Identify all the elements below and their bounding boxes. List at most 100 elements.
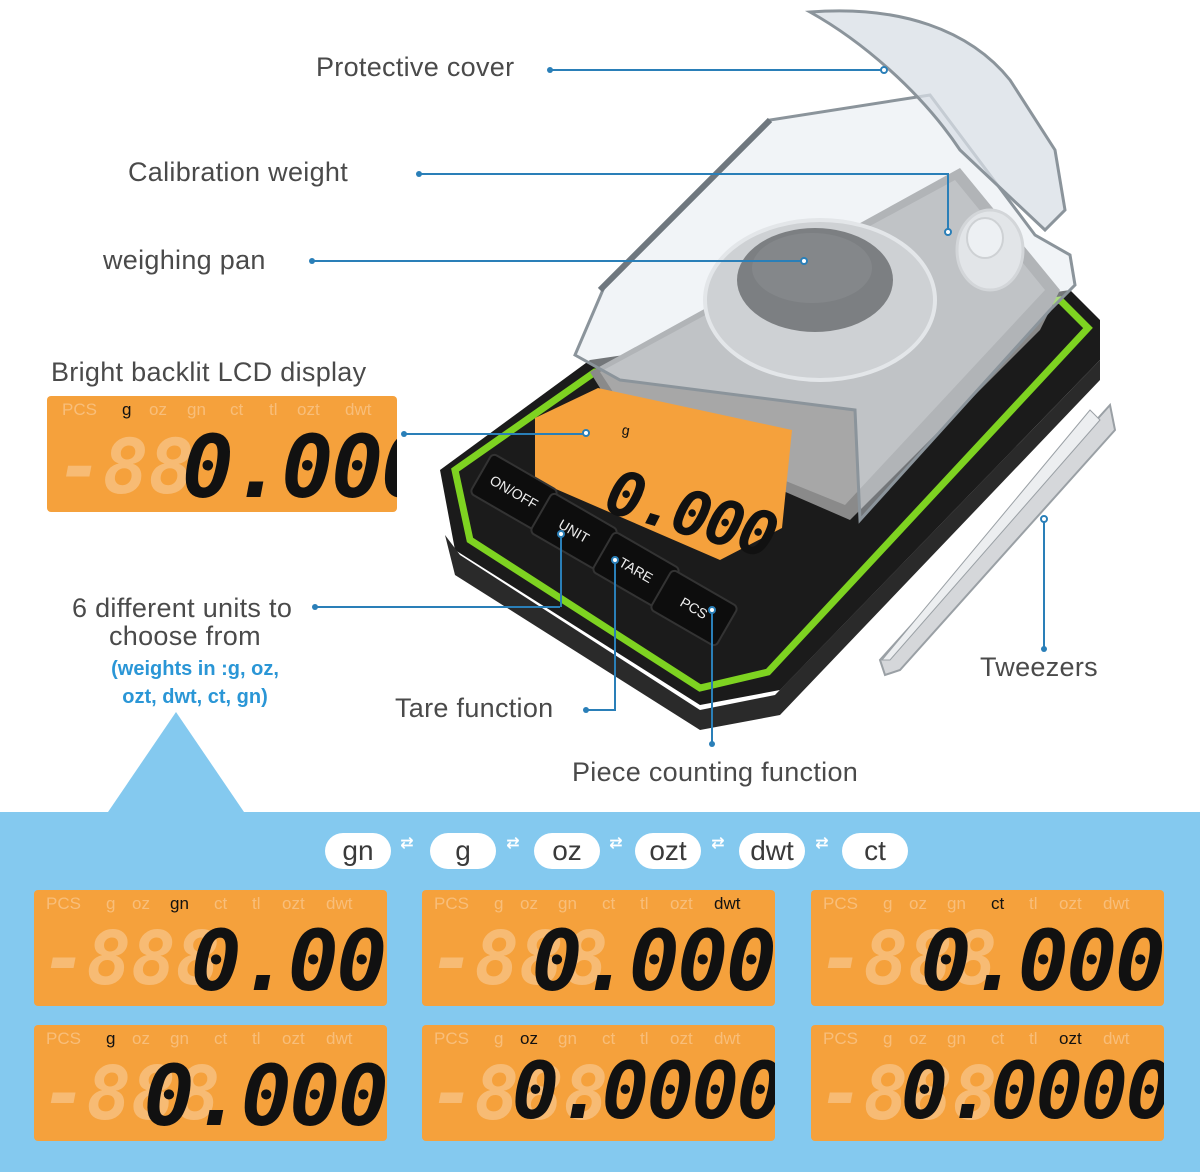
- callout-weighing-pan: weighing pan: [103, 245, 266, 275]
- unit-ct: ct: [991, 1029, 1005, 1048]
- callout-line: [614, 562, 616, 711]
- unit-gn: gn: [187, 400, 206, 419]
- unit-g: g: [106, 1029, 116, 1048]
- unit-pill-g: g: [430, 833, 496, 869]
- unit-ct: ct: [214, 894, 228, 913]
- lcd-ghost-segments: -888: [819, 1051, 998, 1137]
- unit-pill-gn: gn: [325, 833, 391, 869]
- calibration-weight: [955, 208, 1025, 292]
- callout-ring: [880, 66, 888, 74]
- callout-dot: [1041, 646, 1047, 652]
- unit-dwt: dwt: [714, 894, 741, 913]
- callout-ring: [944, 228, 952, 236]
- callout-piece-counting: Piece counting function: [572, 757, 859, 787]
- callout-line: [550, 69, 883, 71]
- unit-ozt: ozt: [1059, 894, 1082, 913]
- unit-oz: oz: [132, 894, 150, 913]
- unit-g: g: [883, 1029, 893, 1048]
- unit-g: g: [494, 1029, 504, 1048]
- unit-tl: tl: [269, 400, 278, 419]
- unit-gn: gn: [170, 1029, 189, 1048]
- swap-arrows-icon: ⇄: [815, 835, 829, 852]
- callout-units-note1: (weights in :g, oz,: [111, 658, 279, 680]
- unit-gn: gn: [947, 894, 966, 913]
- unit-ct: ct: [602, 894, 616, 913]
- unit-pcs: PCS: [62, 400, 97, 419]
- callout-tweezers: Tweezers: [980, 652, 1098, 682]
- unit-ct: ct: [214, 1029, 228, 1048]
- callout-line: [315, 606, 560, 608]
- callout-line: [586, 709, 616, 711]
- unit-ozt: ozt: [670, 894, 693, 913]
- pointer-triangle: [108, 712, 244, 812]
- pcs-label: PCS: [677, 593, 711, 623]
- unit-ozt: ozt: [1059, 1029, 1082, 1048]
- lcd-panel-value: 0.0000: [901, 1047, 1164, 1137]
- callout-ring: [611, 556, 619, 564]
- unit-ct: ct: [991, 894, 1005, 913]
- unit-tl: tl: [252, 1029, 261, 1048]
- swap-arrows-icon: ⇄: [609, 835, 623, 852]
- unit-dwt: dwt: [1103, 894, 1130, 913]
- swap-arrows-icon: ⇄: [506, 835, 520, 852]
- tare-label: TARE: [616, 553, 656, 587]
- unit-pcs: PCS: [823, 894, 858, 913]
- unit-pcs: PCS: [46, 894, 81, 913]
- unit-pill-ct: ct: [842, 833, 908, 869]
- scale-lcd: [535, 388, 792, 560]
- unit-dwt: dwt: [1103, 1029, 1130, 1048]
- callout-line: [419, 173, 949, 175]
- main-lcd: PCS g oz gn ct tl ozt dwt -88 0.000: [47, 396, 397, 512]
- unit-ozt: ozt: [297, 400, 320, 419]
- unit-ozt: ozt: [282, 894, 305, 913]
- callout-dot: [709, 741, 715, 747]
- unit-ct: ct: [602, 1029, 616, 1048]
- unit-oz: oz: [909, 1029, 927, 1048]
- callout-line: [312, 260, 802, 262]
- callout-line: [947, 173, 949, 230]
- callout-calibration-weight: Calibration weight: [128, 157, 349, 187]
- callout-line: [404, 433, 584, 435]
- lcd-panel-value: 0.000: [143, 1047, 387, 1141]
- lcd-ghost-segments: -888: [42, 916, 221, 1002]
- unit-dwt: dwt: [714, 1029, 741, 1048]
- unit-pill-dwt: dwt: [739, 833, 805, 869]
- main-lcd-units: PCS g oz gn ct tl ozt dwt: [47, 400, 397, 422]
- unit-oz: oz: [149, 400, 167, 419]
- lcd-panel-value: 0.000: [920, 912, 1164, 1006]
- lcd-panel-value: 0.000: [531, 912, 775, 1006]
- lcd-ghost-segments: -888: [430, 1051, 609, 1137]
- unit-dwt: dwt: [326, 1029, 353, 1048]
- unit-ozt: ozt: [670, 1029, 693, 1048]
- callout-units-note2: ozt, dwt, ct, gn): [122, 686, 268, 708]
- unit-oz: oz: [132, 1029, 150, 1048]
- lcd-ghost-segments: -888: [430, 916, 609, 1002]
- lcd-panel-value: 0.0000: [512, 1047, 775, 1137]
- callout-units-line2: choose from: [109, 621, 261, 651]
- tweezers: [878, 402, 1117, 677]
- unit-g: g: [106, 894, 116, 913]
- unit-oz: oz: [520, 894, 538, 913]
- callout-units-line1: 6 different units to: [72, 593, 293, 623]
- lcd-ghost-segments: -888: [819, 916, 998, 1002]
- unit-pcs: PCS: [434, 894, 469, 913]
- scale-illustration: [440, 9, 1117, 730]
- callout-tare: Tare function: [395, 693, 554, 723]
- unit-pcs: PCS: [823, 1029, 858, 1048]
- lcd-ghost-segments: -888: [42, 1051, 221, 1137]
- unit-pill-ozt: ozt: [635, 833, 701, 869]
- unit-tl: tl: [1029, 894, 1038, 913]
- unit-oz: oz: [520, 1029, 538, 1048]
- protective-cover: [573, 9, 1077, 524]
- unit-pill-oz: oz: [534, 833, 600, 869]
- unit-g: g: [494, 894, 504, 913]
